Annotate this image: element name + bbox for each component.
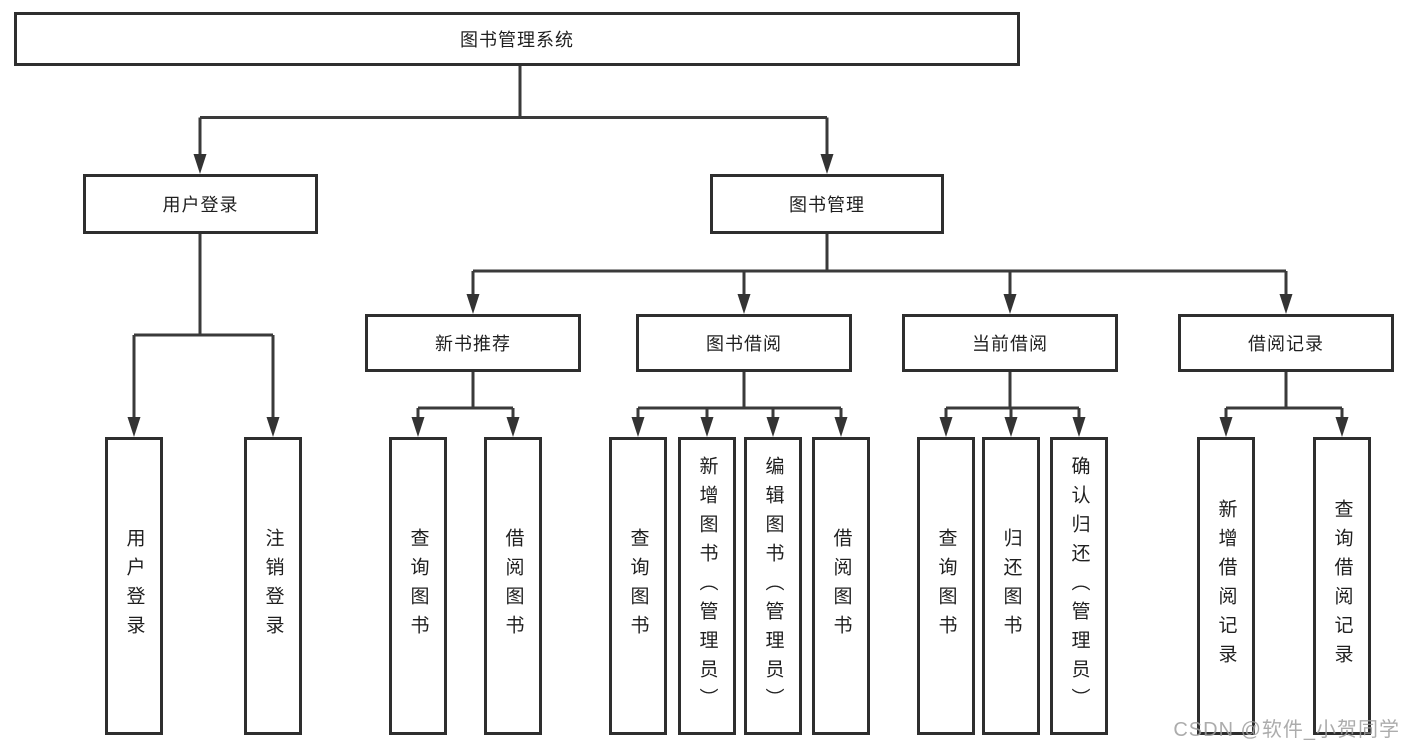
leaf-current-query-label: 查询图书 — [935, 528, 957, 644]
connector-current-to-leaves — [939, 372, 1086, 437]
leaf-current-query: 查询图书 — [917, 437, 975, 735]
leaf-current-confirm-return-admin-label: 确认归还（管理员） — [1068, 455, 1090, 717]
leaf-borrowing-edit-admin-label: 编辑图书（管理员） — [762, 455, 784, 717]
leaf-borrowing-edit-admin: 编辑图书（管理员） — [744, 437, 802, 735]
leaf-records-add-label: 新增借阅记录 — [1215, 499, 1237, 673]
leaf-borrowing-add-admin-label: 新增图书（管理员） — [696, 455, 718, 717]
csdn-watermark: CSDN @软件_小贺同学 — [1173, 719, 1400, 741]
connector-newbooks-to-leaves — [411, 372, 520, 437]
leaf-borrowing-borrow: 借阅图书 — [812, 437, 870, 735]
node-user-login-label: 用户登录 — [162, 195, 239, 215]
leaf-logout-label: 注销登录 — [262, 528, 284, 644]
connector-root-to-level2 — [193, 66, 834, 174]
connector-userlogin-to-leaves — [127, 234, 280, 437]
node-book-borrowing: 图书借阅 — [636, 314, 852, 372]
leaf-logout: 注销登录 — [244, 437, 302, 735]
leaf-current-return-label: 归还图书 — [1000, 528, 1022, 644]
leaf-current-confirm-return-admin: 确认归还（管理员） — [1050, 437, 1108, 735]
leaf-newbooks-borrow: 借阅图书 — [484, 437, 542, 735]
node-book-management: 图书管理 — [710, 174, 944, 234]
node-current-borrowing-label: 当前借阅 — [972, 334, 1048, 354]
leaf-borrowing-query-label: 查询图书 — [627, 528, 649, 644]
node-root: 图书管理系统 — [14, 12, 1020, 66]
leaf-records-query-label: 查询借阅记录 — [1331, 499, 1353, 673]
leaf-user-login: 用户登录 — [105, 437, 163, 735]
leaf-records-add: 新增借阅记录 — [1197, 437, 1255, 735]
node-root-label: 图书管理系统 — [460, 30, 574, 50]
node-borrowing-records: 借阅记录 — [1178, 314, 1394, 372]
node-book-borrowing-label: 图书借阅 — [706, 334, 782, 354]
node-user-login: 用户登录 — [83, 174, 318, 234]
leaf-newbooks-query-label: 查询图书 — [407, 528, 429, 644]
leaf-borrowing-add-admin: 新增图书（管理员） — [678, 437, 736, 735]
leaf-newbooks-query: 查询图书 — [389, 437, 447, 735]
node-new-book-recommend: 新书推荐 — [365, 314, 581, 372]
node-current-borrowing: 当前借阅 — [902, 314, 1118, 372]
leaf-current-return: 归还图书 — [982, 437, 1040, 735]
connector-records-to-leaves — [1219, 372, 1349, 437]
leaf-borrowing-borrow-label: 借阅图书 — [830, 528, 852, 644]
leaf-records-query: 查询借阅记录 — [1313, 437, 1371, 735]
leaf-user-login-label: 用户登录 — [123, 528, 145, 644]
node-book-management-label: 图书管理 — [789, 195, 865, 215]
node-new-book-recommend-label: 新书推荐 — [435, 334, 511, 354]
connector-borrowing-to-leaves — [631, 372, 848, 437]
node-borrowing-records-label: 借阅记录 — [1248, 334, 1324, 354]
connector-bookmgmt-to-level3 — [466, 234, 1293, 314]
leaf-newbooks-borrow-label: 借阅图书 — [502, 528, 524, 644]
leaf-borrowing-query: 查询图书 — [609, 437, 667, 735]
